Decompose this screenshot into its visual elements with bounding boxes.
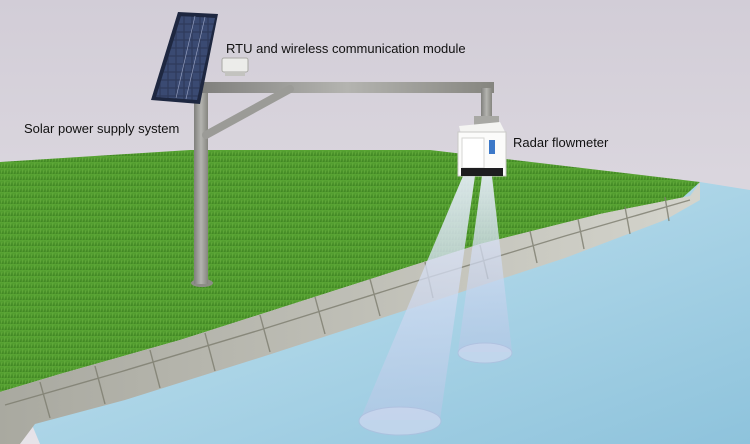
rtu-label: RTU and wireless communication module: [226, 41, 466, 56]
grass-field: [0, 150, 700, 392]
radar-beams: [358, 176, 513, 436]
solar-panel: [151, 12, 218, 104]
radar-flowmeter-device: [457, 122, 507, 177]
embankment-stone-joints: [4, 196, 691, 419]
horizontal-arm: [200, 82, 494, 93]
rtu-module: [221, 57, 249, 76]
vertical-pole: [194, 82, 208, 284]
radar-beam-right: [458, 176, 512, 352]
beam-footprint-left: [358, 406, 442, 436]
diagonal-brace: [202, 85, 294, 139]
radar-mount-bracket: [474, 116, 499, 126]
radar-drop-pipe: [481, 88, 492, 128]
radar-label: Radar flowmeter: [513, 135, 609, 150]
beam-footprint-right: [457, 342, 513, 364]
radar-beam-left: [360, 176, 475, 420]
solar-label: Solar power supply system: [24, 121, 179, 136]
